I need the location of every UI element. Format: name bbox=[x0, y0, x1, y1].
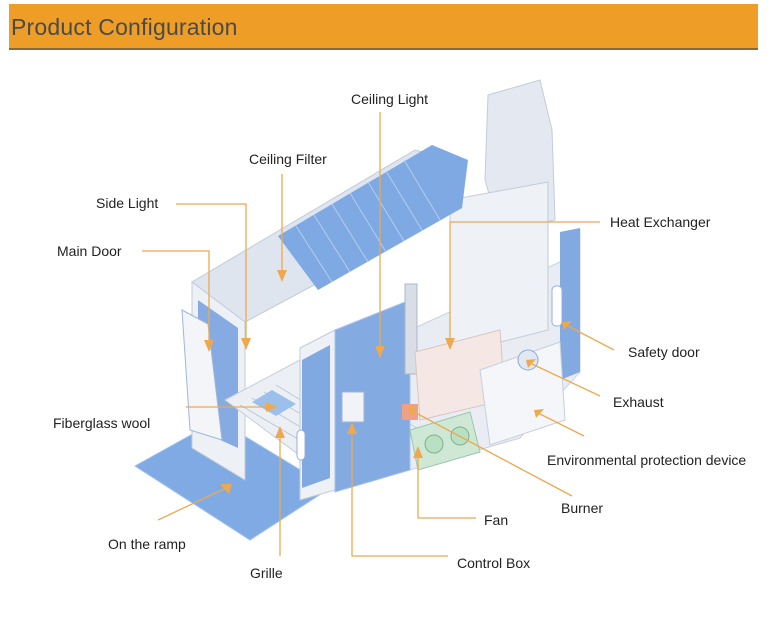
label-safety-door: Safety door bbox=[628, 344, 700, 360]
page-title: Product Configuration bbox=[11, 14, 238, 40]
leader-lines bbox=[142, 112, 615, 557]
label-burner: Burner bbox=[561, 500, 603, 516]
burner-chimney bbox=[404, 283, 418, 375]
header-bar: Product Configuration bbox=[9, 4, 758, 50]
label-exhaust: Exhaust bbox=[613, 394, 664, 410]
label-grille: Grille bbox=[250, 565, 283, 581]
label-control-box: Control Box bbox=[457, 555, 530, 571]
control-box bbox=[341, 391, 365, 423]
label-ceiling-light: Ceiling Light bbox=[351, 91, 428, 107]
label-ceiling-filter: Ceiling Filter bbox=[249, 151, 327, 167]
label-fiberglass-wool: Fiberglass wool bbox=[53, 415, 150, 431]
safety-door-window bbox=[551, 285, 563, 327]
label-main-door: Main Door bbox=[57, 243, 122, 259]
label-fan: Fan bbox=[484, 512, 508, 528]
label-heat-exchanger: Heat Exchanger bbox=[610, 214, 711, 230]
label-on-the-ramp: On the ramp bbox=[108, 536, 186, 552]
fiberglass-wool bbox=[252, 390, 296, 416]
side-wall bbox=[334, 299, 411, 493]
label-environmental-protection-device: Environmental protection device bbox=[547, 452, 746, 468]
ceiling-panels bbox=[278, 145, 468, 290]
label-side-light: Side Light bbox=[96, 195, 158, 211]
booth-illustration bbox=[134, 79, 581, 541]
component-labels: Ceiling Light Ceiling Filter Side Light … bbox=[53, 91, 746, 581]
